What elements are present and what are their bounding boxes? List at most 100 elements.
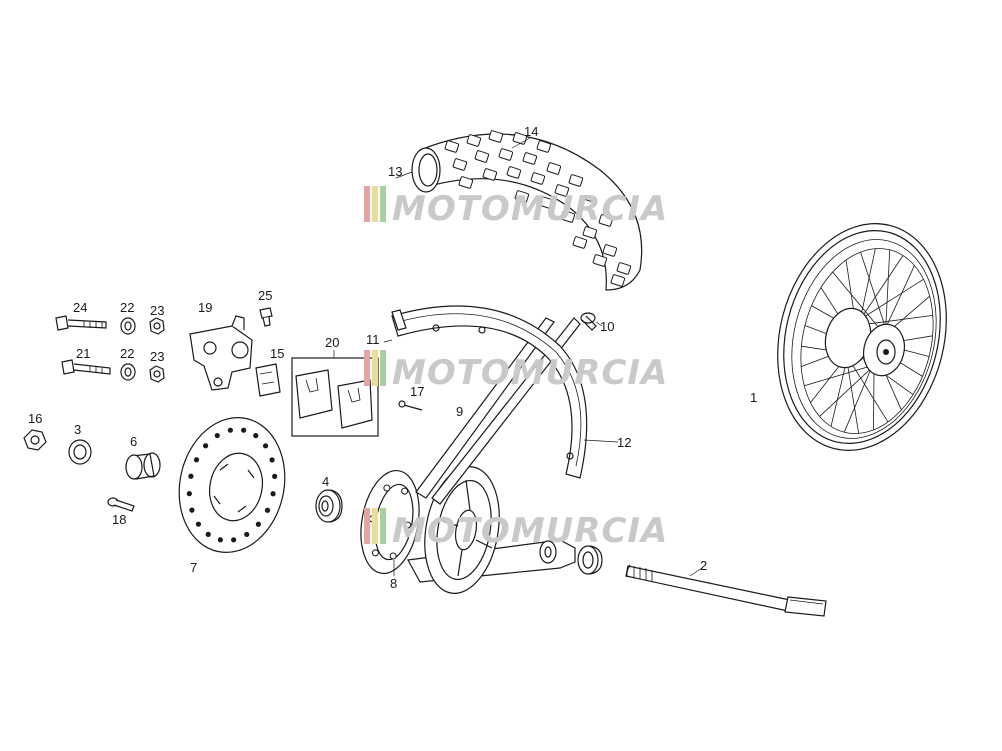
disc-hole	[227, 427, 233, 433]
leader-lines	[333, 137, 703, 577]
callout-13: 13	[388, 164, 402, 179]
callout-22-lower: 22	[120, 346, 134, 361]
callout-14: 14	[524, 124, 538, 139]
disc-hole	[262, 443, 269, 449]
part-14-tyre	[419, 130, 643, 291]
tread-block	[514, 190, 530, 203]
hub-bolt-hole	[401, 487, 409, 495]
callout-25: 25	[258, 288, 272, 303]
tread-block	[488, 130, 504, 143]
part-23-nut-upper	[149, 317, 165, 335]
callout-23-upper: 23	[150, 303, 164, 318]
part-25-bleed-screw	[259, 307, 273, 327]
part-21-bolt	[61, 359, 111, 375]
callout-9: 9	[456, 404, 463, 419]
tread-block	[616, 262, 632, 275]
disc-hole	[214, 432, 220, 439]
callout-7: 7	[190, 560, 197, 575]
tread-block	[536, 140, 552, 153]
tread-block	[546, 162, 562, 175]
disc-hole	[270, 491, 276, 497]
disc-hole	[231, 537, 237, 543]
part-13-inner-tube	[411, 147, 441, 193]
tread-block	[482, 168, 498, 181]
disc-hole	[244, 531, 250, 538]
tread-block	[572, 236, 588, 249]
callout-20: 20	[325, 335, 339, 350]
hub-bolt-hole	[383, 484, 391, 492]
callout-19: 19	[198, 300, 212, 315]
callout-4: 4	[322, 474, 329, 489]
tread-block	[568, 174, 584, 187]
part-1-complete-wheel	[777, 223, 947, 451]
disc-hole	[241, 427, 247, 433]
part-19-brake-caliper	[189, 315, 253, 391]
callout-10: 10	[600, 319, 614, 334]
disc-hole	[195, 521, 202, 527]
part-10-screw	[580, 312, 597, 331]
part-22-washer-upper	[120, 317, 136, 335]
tread-block	[582, 226, 598, 239]
tread-block	[602, 244, 618, 257]
part-12-mudguard	[391, 305, 588, 479]
watermark-middle: MOTOMURCIA	[364, 350, 668, 393]
hub-bolt-hole	[371, 549, 379, 557]
hub-bolt-hole	[389, 552, 397, 560]
watermark-bottom: MOTOMURCIA	[364, 508, 668, 551]
disc-hole	[189, 507, 195, 513]
disc-hole	[255, 521, 261, 527]
callout-labels: 1 2 3 4 6 7 8 9 10 11 12 13 14 15 16 17 …	[28, 124, 757, 591]
part-2-axle	[625, 564, 827, 617]
disc-hole	[269, 457, 275, 463]
disc-hole	[193, 457, 200, 463]
part-15-plate	[255, 363, 281, 397]
part-24-bolt	[55, 315, 107, 331]
callout-3: 3	[74, 422, 81, 437]
svg-text:MOTOMURCIA: MOTOMURCIA	[392, 353, 668, 393]
tread-block	[538, 196, 554, 209]
disc-hole	[264, 507, 271, 513]
disc-hole	[203, 443, 209, 449]
tread-block	[610, 274, 626, 287]
callout-15: 15	[270, 346, 284, 361]
part-9-fork-arm	[415, 317, 581, 505]
part-bearing-right	[577, 545, 603, 575]
callout-22-upper: 22	[120, 300, 134, 315]
watermark-top: MOTOMURCIA	[364, 186, 668, 229]
part-3-washer	[68, 439, 92, 465]
callout-18: 18	[112, 512, 126, 527]
disc-hole	[205, 531, 211, 537]
tread-block	[506, 166, 522, 179]
part-4-bearing	[315, 489, 343, 523]
tread-block	[466, 134, 482, 147]
disc-hole	[188, 473, 194, 479]
disc-hole	[217, 537, 223, 543]
callout-16: 16	[28, 411, 42, 426]
tread-block	[530, 172, 546, 185]
tread-block	[554, 184, 570, 197]
callout-17: 17	[410, 384, 424, 399]
tread-block	[522, 152, 538, 165]
disc-hole	[253, 433, 259, 439]
part-16-nut	[23, 429, 47, 451]
tread-block	[592, 254, 608, 267]
tread-block	[598, 214, 614, 227]
part-6-spacer	[125, 452, 161, 480]
callout-23-lower: 23	[150, 349, 164, 364]
tread-block	[452, 158, 468, 171]
tread-block	[458, 176, 474, 189]
callout-8: 8	[390, 576, 397, 591]
callout-24: 24	[73, 300, 87, 315]
part-18-bolt	[107, 497, 135, 512]
tread-block	[560, 210, 576, 223]
tread-block	[474, 150, 490, 163]
callout-2: 2	[700, 558, 707, 573]
callout-1: 1	[750, 390, 757, 405]
tread-block	[444, 140, 460, 153]
part-7-brake-disc	[178, 417, 286, 553]
callout-12: 12	[617, 435, 631, 450]
svg-text:MOTOMURCIA: MOTOMURCIA	[392, 189, 668, 229]
callout-6: 6	[130, 434, 137, 449]
svg-text:MOTOMURCIA: MOTOMURCIA	[392, 511, 668, 551]
